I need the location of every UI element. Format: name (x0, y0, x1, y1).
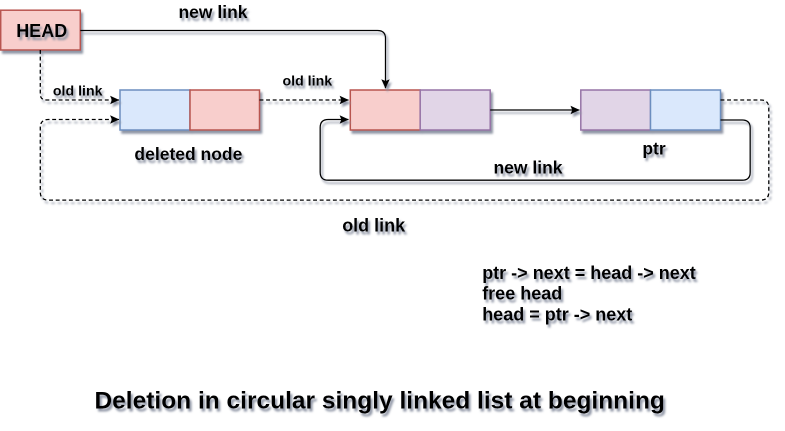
svg-text:old link: old link (282, 74, 332, 90)
svg-text:new link: new link (178, 2, 247, 22)
svg-text:ptr -> next = head -> next: ptr -> next = head -> next (482, 263, 696, 283)
svg-text:HEAD: HEAD (16, 21, 67, 41)
svg-text:ptr: ptr (642, 138, 666, 158)
svg-text:old link: old link (53, 84, 103, 100)
svg-text:deleted node: deleted node (134, 144, 242, 164)
svg-text:head = ptr -> next: head = ptr -> next (482, 304, 632, 324)
svg-text:new link: new link (493, 157, 562, 177)
svg-text:free head: free head (482, 284, 562, 304)
svg-text:old link: old link (342, 216, 406, 236)
svg-text:Deletion in circular singly li: Deletion in circular singly linked list … (94, 388, 664, 415)
